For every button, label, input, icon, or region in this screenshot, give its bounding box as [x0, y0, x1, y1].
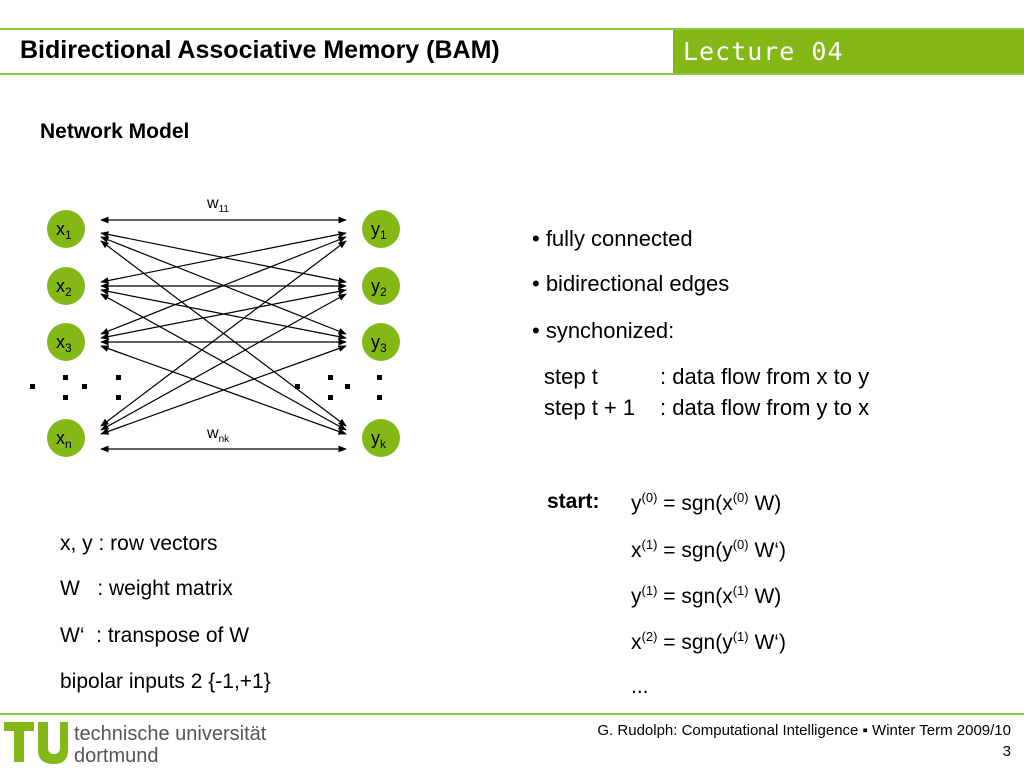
university-name-line1: technische universität: [74, 723, 267, 745]
bullet-fully-connected: • fully connected: [532, 226, 693, 251]
step-t-text: : data flow from x to y: [660, 364, 870, 389]
node-x1-label: x1: [56, 219, 72, 242]
definition-transpose: W‘ : transpose of W: [60, 624, 250, 647]
definition-weight-matrix: W : weight matrix: [60, 577, 233, 600]
node-y4-label: yk: [371, 428, 387, 451]
definition-row-vectors: x, y : row vectors: [60, 532, 218, 555]
x-layer: x1 x2 x3 xn: [47, 210, 85, 457]
node-x4-circle: [47, 419, 85, 457]
ellipsis-dots: [30, 375, 382, 400]
step-t1-label: step t + 1: [544, 395, 636, 420]
weight-label-top: w11: [206, 195, 229, 215]
section-title: Network Model: [40, 120, 190, 143]
equation-1: y(0) = sgn(x(0) W): [631, 490, 782, 515]
weight-top-base: w: [206, 195, 219, 212]
node-x3-circle: [47, 323, 85, 361]
university-name-line2: dortmund: [74, 745, 159, 767]
footer-rule: [0, 713, 1024, 715]
weight-top-sub: 11: [219, 204, 230, 215]
node-y1-circle: [362, 210, 400, 248]
equation-3: y(1) = sgn(x(1) W): [631, 583, 782, 608]
node-x1-circle: [47, 210, 85, 248]
edge-x4-y3: [100, 345, 347, 435]
start-label: start:: [547, 490, 600, 513]
equation-2: x(1) = sgn(y(0) W‘): [631, 537, 786, 562]
equation-4: x(2) = sgn(y(1) W‘): [631, 629, 786, 654]
lecture-badge: Lecture 04: [673, 30, 1024, 73]
tu-logo-icon: [4, 722, 68, 764]
bullet-bidirectional-edges: • bidirectional edges: [532, 271, 730, 296]
footer-credit: G. Rudolph: Computational Intelligence ▪…: [597, 722, 1011, 739]
equation-ellipsis: ...: [631, 675, 649, 698]
node-x2-circle: [47, 267, 85, 305]
node-y2-label: y2: [371, 276, 387, 299]
header-bottom-rule: [0, 73, 1024, 75]
node-y1-label: y1: [371, 219, 387, 242]
definition-bipolar-inputs: bipolar inputs 2 {-1,+1}: [60, 670, 271, 693]
slide-title: Bidirectional Associative Memory (BAM): [20, 36, 500, 64]
bullet-synchronized: • synchonized:: [532, 318, 675, 343]
lecture-label: Lecture 04: [683, 37, 844, 66]
node-y4-circle: [362, 419, 400, 457]
node-x4-label: xn: [56, 428, 72, 451]
step-t1-text: : data flow from y to x: [660, 395, 870, 420]
node-y2-circle: [362, 267, 400, 305]
weight-label-bottom: wnk: [206, 425, 230, 445]
weight-bottom-sub: nk: [219, 434, 231, 445]
node-x3-label: x3: [56, 332, 72, 355]
step-t-label: step t: [544, 364, 598, 389]
weight-bottom-base: w: [206, 425, 219, 442]
header-top-rule: [0, 28, 1024, 30]
page-number: 3: [1002, 743, 1011, 760]
edges: [100, 216, 347, 453]
node-y3-label: y3: [371, 332, 387, 355]
y-layer: y1 y2 y3 yk: [362, 210, 400, 457]
node-x2-label: x2: [56, 276, 72, 299]
node-y3-circle: [362, 323, 400, 361]
